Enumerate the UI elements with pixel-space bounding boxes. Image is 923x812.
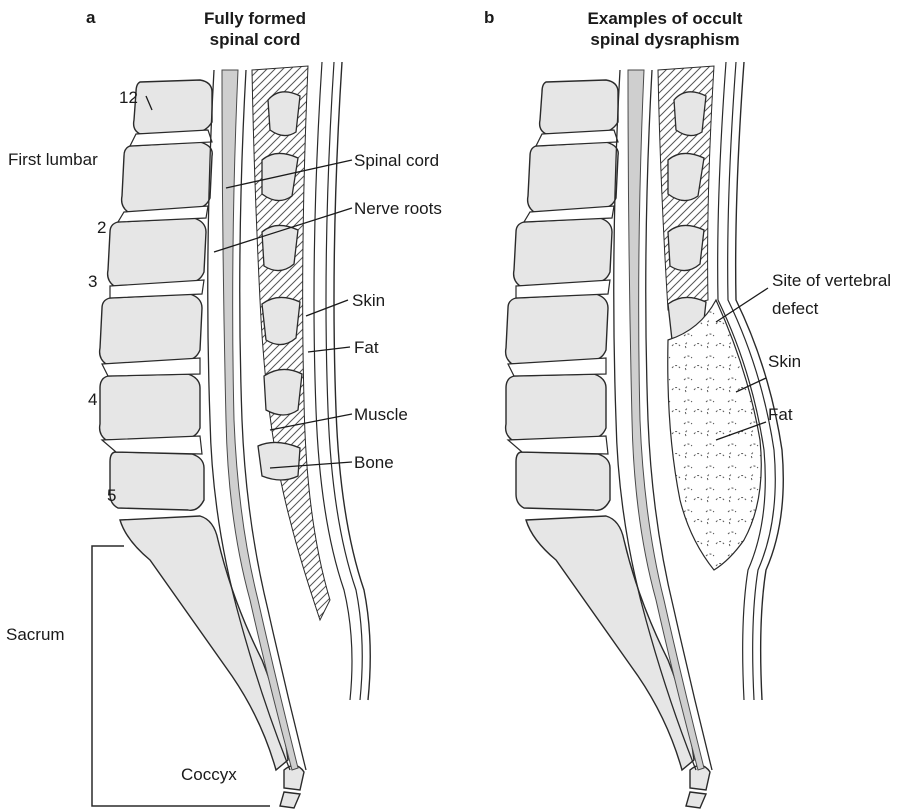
coccyx-bone-a xyxy=(280,765,304,808)
label-spinal-cord: Spinal cord xyxy=(354,151,439,171)
panel-b-spine xyxy=(506,62,784,808)
label-first-lumbar: First lumbar xyxy=(8,150,98,170)
label-skin-a: Skin xyxy=(352,291,385,311)
label-sacrum: Sacrum xyxy=(6,625,65,645)
label-l2: 2 xyxy=(97,218,106,238)
label-defect: defect xyxy=(772,299,818,319)
label-nerve-roots: Nerve roots xyxy=(354,199,442,219)
label-fat-a: Fat xyxy=(354,338,379,358)
label-l4: 4 xyxy=(88,390,97,410)
panel-a-spine xyxy=(92,62,370,808)
label-l5: 5 xyxy=(107,486,116,506)
label-t12: 12 xyxy=(119,88,138,108)
label-l3: 3 xyxy=(88,272,97,292)
label-coccyx: Coccyx xyxy=(181,765,237,785)
label-site-of-vertebral: Site of vertebral xyxy=(772,271,891,291)
label-bone: Bone xyxy=(354,453,394,473)
coccyx-bone-b xyxy=(686,765,710,808)
label-skin-b: Skin xyxy=(768,352,801,372)
muscle-layer-a xyxy=(252,66,330,620)
label-muscle: Muscle xyxy=(354,405,408,425)
label-fat-b: Fat xyxy=(768,405,793,425)
fat-mass-b xyxy=(668,300,762,570)
